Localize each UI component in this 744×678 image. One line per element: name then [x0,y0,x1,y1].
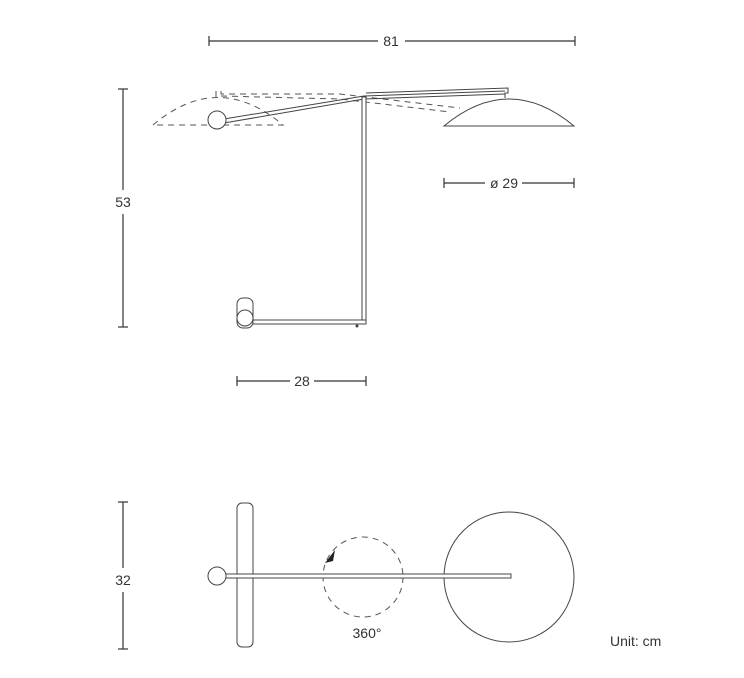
dimension-total-width: 81 [208,33,576,49]
lamp-stem [361,96,367,325]
label-base-width: 28 [294,373,310,389]
counterweight-top [207,566,227,586]
label-total-height: 53 [115,194,131,210]
lamp-base-arm [249,319,367,325]
lamp-shade [442,98,576,127]
top-arm [224,573,512,579]
label-rotation: 360° [353,625,382,641]
dimension-base-width: 28 [236,373,367,389]
label-total-width: 81 [383,33,399,49]
counterweight [207,110,227,130]
top-view-lamp: 360° [207,502,575,648]
side-view-lamp [151,87,576,329]
alternate-position-dashed [151,90,461,126]
dimension-top-depth: 32 [115,501,131,650]
dimension-total-height: 53 [115,88,131,328]
rotation-arrow-icon [325,550,335,563]
unit-label: Unit: cm [610,633,661,649]
label-shade-diameter: ø 29 [490,175,518,191]
dimension-shade-diameter: ø 29 [443,175,575,191]
label-top-depth: 32 [115,572,131,588]
